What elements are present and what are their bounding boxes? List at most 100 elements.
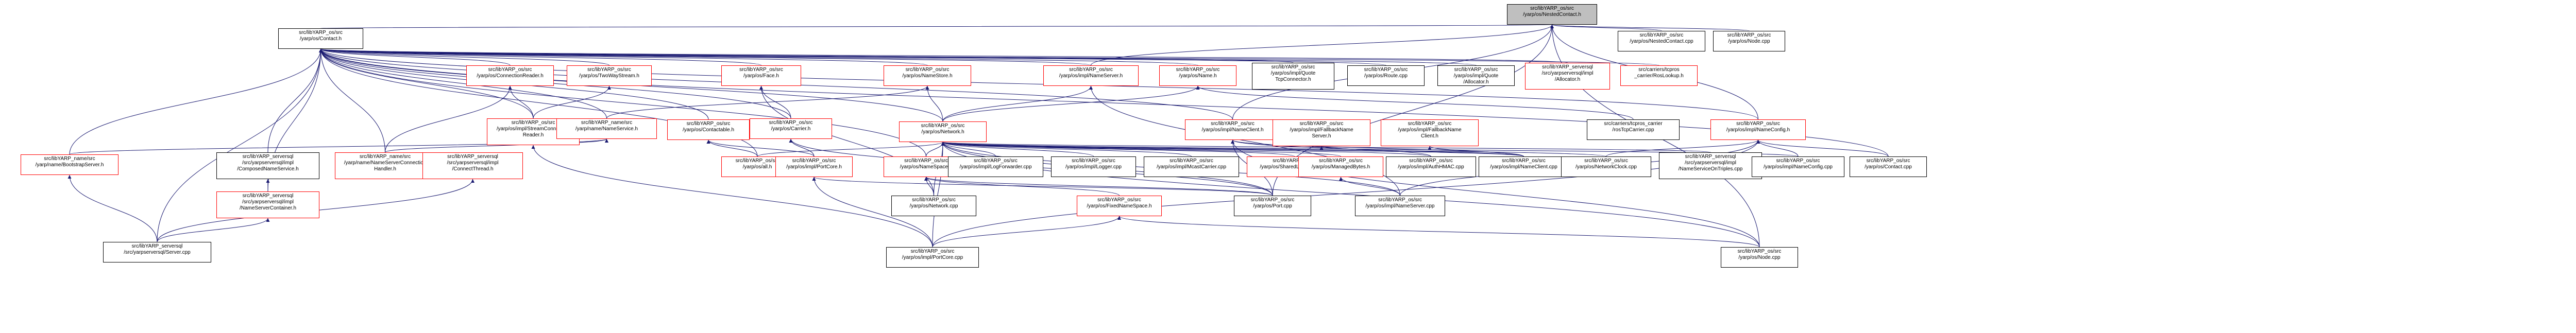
- graph-edge: [385, 85, 512, 153]
- graph-node[interactable]: src/libYARP_os/src /yarp/os/impl/Logger.…: [1051, 156, 1136, 177]
- graph-node[interactable]: src/libYARP_os/src /yarp/os/TwoWayStream…: [567, 65, 652, 86]
- graph-edge: [1428, 146, 1524, 157]
- graph-edge: [533, 85, 611, 119]
- graph-edge: [67, 174, 158, 242]
- graph-edge: [1606, 139, 1760, 157]
- graph-edge: [941, 142, 1606, 157]
- graph-node[interactable]: src/libYARP_os/src /yarp/os/Contact.cpp: [1850, 156, 1927, 177]
- graph-node[interactable]: src/libYARP_serversql /src/yarpserversql…: [216, 152, 319, 179]
- graph-edge: [1091, 24, 1554, 66]
- graph-edge: [319, 48, 511, 66]
- graph-node[interactable]: src/libYARP_os/src /yarp/os/NameStore.h: [884, 65, 971, 86]
- graph-node[interactable]: src/libYARP_os/src /yarp/os/Carrier.h: [750, 118, 832, 139]
- graph-edge: [508, 85, 534, 119]
- graph-node[interactable]: src/libYARP_os/src /yarp/os/Name.h: [1159, 65, 1236, 86]
- graph-edge: [926, 142, 945, 157]
- graph-node[interactable]: src/libYARP_serversql /src/yarpserversql…: [103, 242, 211, 262]
- graph-node[interactable]: src/libYARP_serversql /src/yarpserversql…: [1525, 63, 1610, 90]
- graph-edge: [941, 142, 1341, 157]
- graph-node[interactable]: src/libYARP_os/src /yarp/os/impl/PortCor…: [775, 156, 853, 177]
- graph-edge: [267, 48, 323, 153]
- graph-node[interactable]: src/libYARP_os/src /yarp/os/Network.h: [899, 121, 987, 142]
- graph-edge: [941, 142, 1711, 153]
- graph-node[interactable]: src/libYARP_os/src /yarp/os/Network.cpp: [891, 196, 976, 216]
- graph-node[interactable]: src/libYARP_name/src /yarp/name/Bootstra…: [21, 154, 118, 175]
- graph-edge: [319, 48, 1758, 120]
- graph-node[interactable]: src/libYARP_os/src /yarp/os/impl/Quote /…: [1437, 65, 1515, 86]
- graph-node[interactable]: src/libYARP_os/src /yarp/os/impl/Quote T…: [1252, 63, 1334, 90]
- graph-edge: [757, 142, 945, 157]
- graph-edge: [319, 48, 926, 157]
- graph-edge: [319, 48, 1659, 66]
- graph-node[interactable]: src/libYARP_serversql /src/yarpserversql…: [422, 152, 523, 179]
- graph-edge: [941, 142, 1192, 157]
- graph-node[interactable]: src/libYARP_os/src /yarp/os/impl/NameSer…: [1043, 65, 1139, 86]
- graph-node[interactable]: src/libYARP_os/src /yarp/os/impl/AuthHMA…: [1386, 156, 1476, 177]
- graph-node[interactable]: src/libYARP_os/src /yarp/os/ConnectionRe…: [466, 65, 554, 86]
- graph-node[interactable]: src/libYARP_os/src /yarp/os/Node.cpp: [1713, 31, 1785, 51]
- graph-edge: [924, 177, 1273, 196]
- graph-node[interactable]: src/libYARP_os/src /yarp/os/NetworkClock…: [1561, 156, 1651, 177]
- graph-node[interactable]: src/libYARP_os/src /yarp/os/impl/PortCor…: [886, 247, 979, 268]
- graph-edge: [319, 48, 1477, 66]
- graph-node[interactable]: src/libYARP_os/src /yarp/os/impl/Fallbac…: [1273, 119, 1370, 146]
- graph-edge: [1231, 139, 1431, 157]
- graph-edge: [942, 85, 1093, 122]
- graph-node[interactable]: src/libYARP_os/src /yarp/os/impl/NameCli…: [1479, 156, 1569, 177]
- graph-edge: [759, 85, 791, 119]
- graph-edge: [941, 142, 1094, 157]
- graph-node[interactable]: src/libYARP_os/src /yarp/os/Contact.h: [278, 28, 363, 49]
- graph-edge: [925, 85, 943, 122]
- graph-edge: [319, 48, 1198, 66]
- graph-edge: [812, 177, 933, 248]
- graph-edge: [319, 48, 385, 153]
- graph-edge: [941, 142, 1431, 157]
- graph-edge: [1196, 85, 1634, 120]
- graph-edge: [319, 48, 791, 119]
- graph-edge: [319, 48, 534, 119]
- graph-node[interactable]: src/libYARP_os/src /yarp/os/impl/NameSer…: [1355, 196, 1445, 216]
- graph-node[interactable]: src/libYARP_os/src /yarp/os/impl/NameCon…: [1710, 119, 1806, 140]
- graph-node[interactable]: src/libYARP_serversql /src/yarpserversql…: [216, 191, 319, 218]
- graph-edge: [319, 48, 607, 119]
- graph-edge: [1550, 24, 1750, 31]
- graph-edge: [606, 85, 929, 119]
- graph-edge: [320, 24, 1552, 29]
- graph-node[interactable]: src/libYARP_os/src /yarp/os/Face.h: [721, 65, 801, 86]
- graph-node[interactable]: src/libYARP_os/src /yarp/os/Route.cpp: [1347, 65, 1425, 86]
- graph-node[interactable]: src/libYARP_os/src /yarp/os/FixedNameSpa…: [1077, 196, 1162, 216]
- graph-edge: [319, 48, 609, 66]
- graph-node[interactable]: src/libYARP_os/src /yarp/os/NestedContac…: [1618, 31, 1705, 51]
- graph-node[interactable]: src/libYARP_os/src /yarp/os/NestedContac…: [1507, 4, 1597, 25]
- graph-node[interactable]: src/libYARP_os/src /yarp/os/impl/Fallbac…: [1381, 119, 1479, 146]
- graph-edge: [706, 139, 815, 157]
- graph-edge: [69, 48, 323, 155]
- graph-node[interactable]: src/carriers/tcpros_carrier /rosTcpCarri…: [1587, 119, 1680, 140]
- graph-edge: [706, 139, 758, 157]
- graph-edge: [319, 48, 1386, 66]
- graph-edge: [319, 48, 1568, 63]
- graph-edge: [924, 177, 1120, 196]
- graph-node[interactable]: src/libYARP_os/src /yarp/os/ManagedBytes…: [1298, 156, 1383, 177]
- graph-node[interactable]: src/libYARP_os/src /yarp/os/Port.cpp: [1234, 196, 1311, 216]
- graph-edge: [319, 48, 761, 66]
- graph-node[interactable]: src/carriers/tcpros _carrier/RosLookup.h: [1620, 65, 1698, 86]
- graph-edge: [812, 177, 1273, 196]
- graph-edge: [932, 216, 1121, 248]
- graph-edge: [531, 145, 933, 248]
- graph-edge: [1117, 216, 1760, 248]
- graph-node[interactable]: src/libYARP_os/src /yarp/os/impl/McastCa…: [1144, 156, 1239, 177]
- graph-node[interactable]: src/libYARP_os/src /yarp/os/impl/NameCon…: [1752, 156, 1844, 177]
- graph-node[interactable]: src/libYARP_os/src /yarp/os/impl/NameCli…: [1185, 119, 1280, 140]
- graph-edge: [1319, 146, 1524, 157]
- graph-node[interactable]: src/libYARP_os/src /yarp/os/Node.cpp: [1721, 247, 1798, 268]
- graph-node[interactable]: src/libYARP_serversql /src/yarpserversql…: [1659, 152, 1762, 179]
- graph-edge: [385, 138, 608, 153]
- graph-node[interactable]: src/libYARP_os/src /yarp/os/impl/LogForw…: [948, 156, 1043, 177]
- graph-edge: [942, 85, 1200, 122]
- graph-edge: [1756, 139, 1889, 157]
- graph-node[interactable]: src/libYARP_name/src /yarp/name/NameServ…: [335, 152, 435, 179]
- graph-node[interactable]: src/libYARP_name/src /yarp/name/NameServ…: [556, 118, 657, 139]
- graph-node[interactable]: src/libYARP_os/src /yarp/os/Contactable.…: [667, 119, 750, 140]
- graph-edge: [319, 48, 928, 66]
